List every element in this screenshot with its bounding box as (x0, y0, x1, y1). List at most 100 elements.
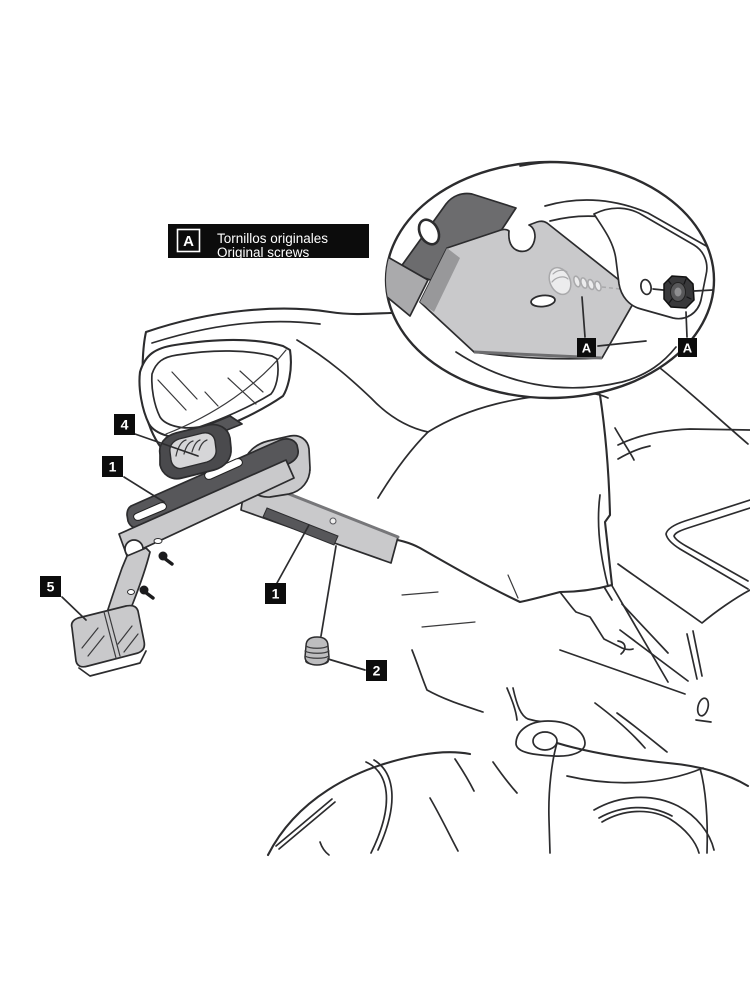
callout-label-2: 2 (366, 660, 387, 681)
detail-panel-band (399, 192, 517, 287)
legend-key-square (176, 228, 201, 253)
hub-arc-outer (593, 796, 715, 851)
cowl-right-edge (699, 767, 709, 854)
tread-groove (365, 761, 388, 854)
side-panel-top (617, 428, 750, 446)
leader-1a (123, 476, 165, 503)
callout-label-1a: 1 (102, 456, 123, 477)
original-screw-ghost (548, 266, 649, 296)
grommet (304, 636, 330, 666)
swingarm-tube (594, 702, 646, 749)
leader-4 (134, 433, 199, 457)
underfender-line (411, 649, 484, 713)
leader-1b (276, 524, 310, 584)
grommet-ridges (304, 645, 330, 659)
seat-rail-line (151, 320, 321, 344)
detail-hole-nut-line (652, 288, 664, 291)
callout-label-5: 5 (40, 576, 61, 597)
legend-line2: Original screws (217, 245, 310, 260)
detail-label-text-nut: A (683, 341, 693, 356)
callout-label-4: 4 (114, 414, 135, 435)
arm-slot (133, 502, 167, 521)
tread-groove (373, 759, 393, 851)
frame-diagonal (559, 649, 686, 695)
leader-A-screw (581, 296, 586, 338)
lens-sweep (165, 349, 287, 435)
detail-rail-strip (544, 199, 709, 248)
detail-plate-stripe (420, 248, 460, 312)
panel-dash (401, 574, 519, 628)
callout-text-5: 5 (47, 579, 55, 595)
reflector-hatch (81, 625, 139, 657)
detail-nut-edge-line (693, 289, 714, 292)
shock-body (515, 720, 586, 757)
detail-circle: A A (384, 160, 716, 400)
plate-slot (262, 507, 339, 546)
hub-arc-inner2 (601, 810, 700, 854)
lens-hatch (157, 370, 264, 411)
frame-diagonal (603, 571, 669, 683)
taillight-lens-inner (150, 350, 279, 429)
footpeg-end (696, 697, 710, 717)
callouts: 4 1 1 2 5 (40, 414, 387, 681)
callout-text-1b: 1 (272, 586, 280, 602)
arm-slot (204, 458, 243, 480)
tire-outline (266, 751, 472, 857)
lower-arm-hole (127, 589, 135, 595)
panel-crease (377, 431, 429, 499)
detail-band-hole (417, 218, 441, 246)
panel-chevron-inner (673, 507, 750, 582)
reflector-divider (103, 610, 121, 659)
detail-label-A-nut: A (678, 338, 697, 357)
tread-groove (454, 758, 475, 792)
body-line (659, 367, 749, 445)
detail-label-text-screw: A (582, 341, 592, 356)
grommet-body (304, 636, 330, 666)
panel-crease (296, 339, 429, 433)
license-light (158, 415, 243, 480)
tire-sidewall-line (275, 798, 336, 850)
cowl-left-edge (547, 742, 558, 854)
plate-screw-dot (329, 517, 337, 525)
original-nut (663, 275, 695, 309)
detail-horizontal-leader (597, 340, 647, 347)
taillight (138, 338, 292, 440)
frame-diagonal (621, 603, 669, 654)
callout-label-1b: 1 (265, 583, 286, 604)
mounting-kit (70, 415, 400, 677)
leader-plate-grommet (320, 545, 337, 637)
side-panel-line (617, 445, 651, 460)
swingarm-tube (616, 712, 668, 753)
legend: A Tornillos originales Original screws (168, 224, 369, 260)
mudguard-edge (512, 687, 555, 723)
cowl-trim (566, 767, 704, 784)
legend-line1: Tornillos originales (217, 231, 328, 246)
leader-5 (61, 596, 87, 621)
frame-tube (506, 687, 518, 721)
detail-plate-hole (530, 294, 556, 308)
peg-hanger (686, 630, 703, 680)
inner-line (614, 427, 635, 461)
leader-A-nut (685, 311, 688, 338)
legend-key-letter: A (183, 233, 194, 250)
frame-notch (617, 640, 626, 655)
callout-text-1a: 1 (109, 459, 117, 475)
arm-hole-small (153, 538, 163, 544)
frame-diagonal (619, 629, 689, 682)
rear-wheel-and-frame (266, 561, 750, 857)
cowl-edge-right (617, 563, 750, 624)
hub-arc-inner (598, 806, 673, 819)
panel-chevron-outer (665, 499, 750, 590)
cowl-bottom-edge (555, 741, 750, 788)
taillight-outline (138, 338, 292, 440)
bolt (139, 585, 155, 600)
leader-2 (327, 658, 366, 671)
rear-edge-inner (597, 494, 609, 587)
detail-bracket-hole (640, 278, 652, 296)
lens-ridges (175, 439, 208, 457)
callout-text-2: 2 (373, 663, 381, 679)
underfender-step (559, 591, 634, 651)
tread-groove (492, 761, 518, 794)
